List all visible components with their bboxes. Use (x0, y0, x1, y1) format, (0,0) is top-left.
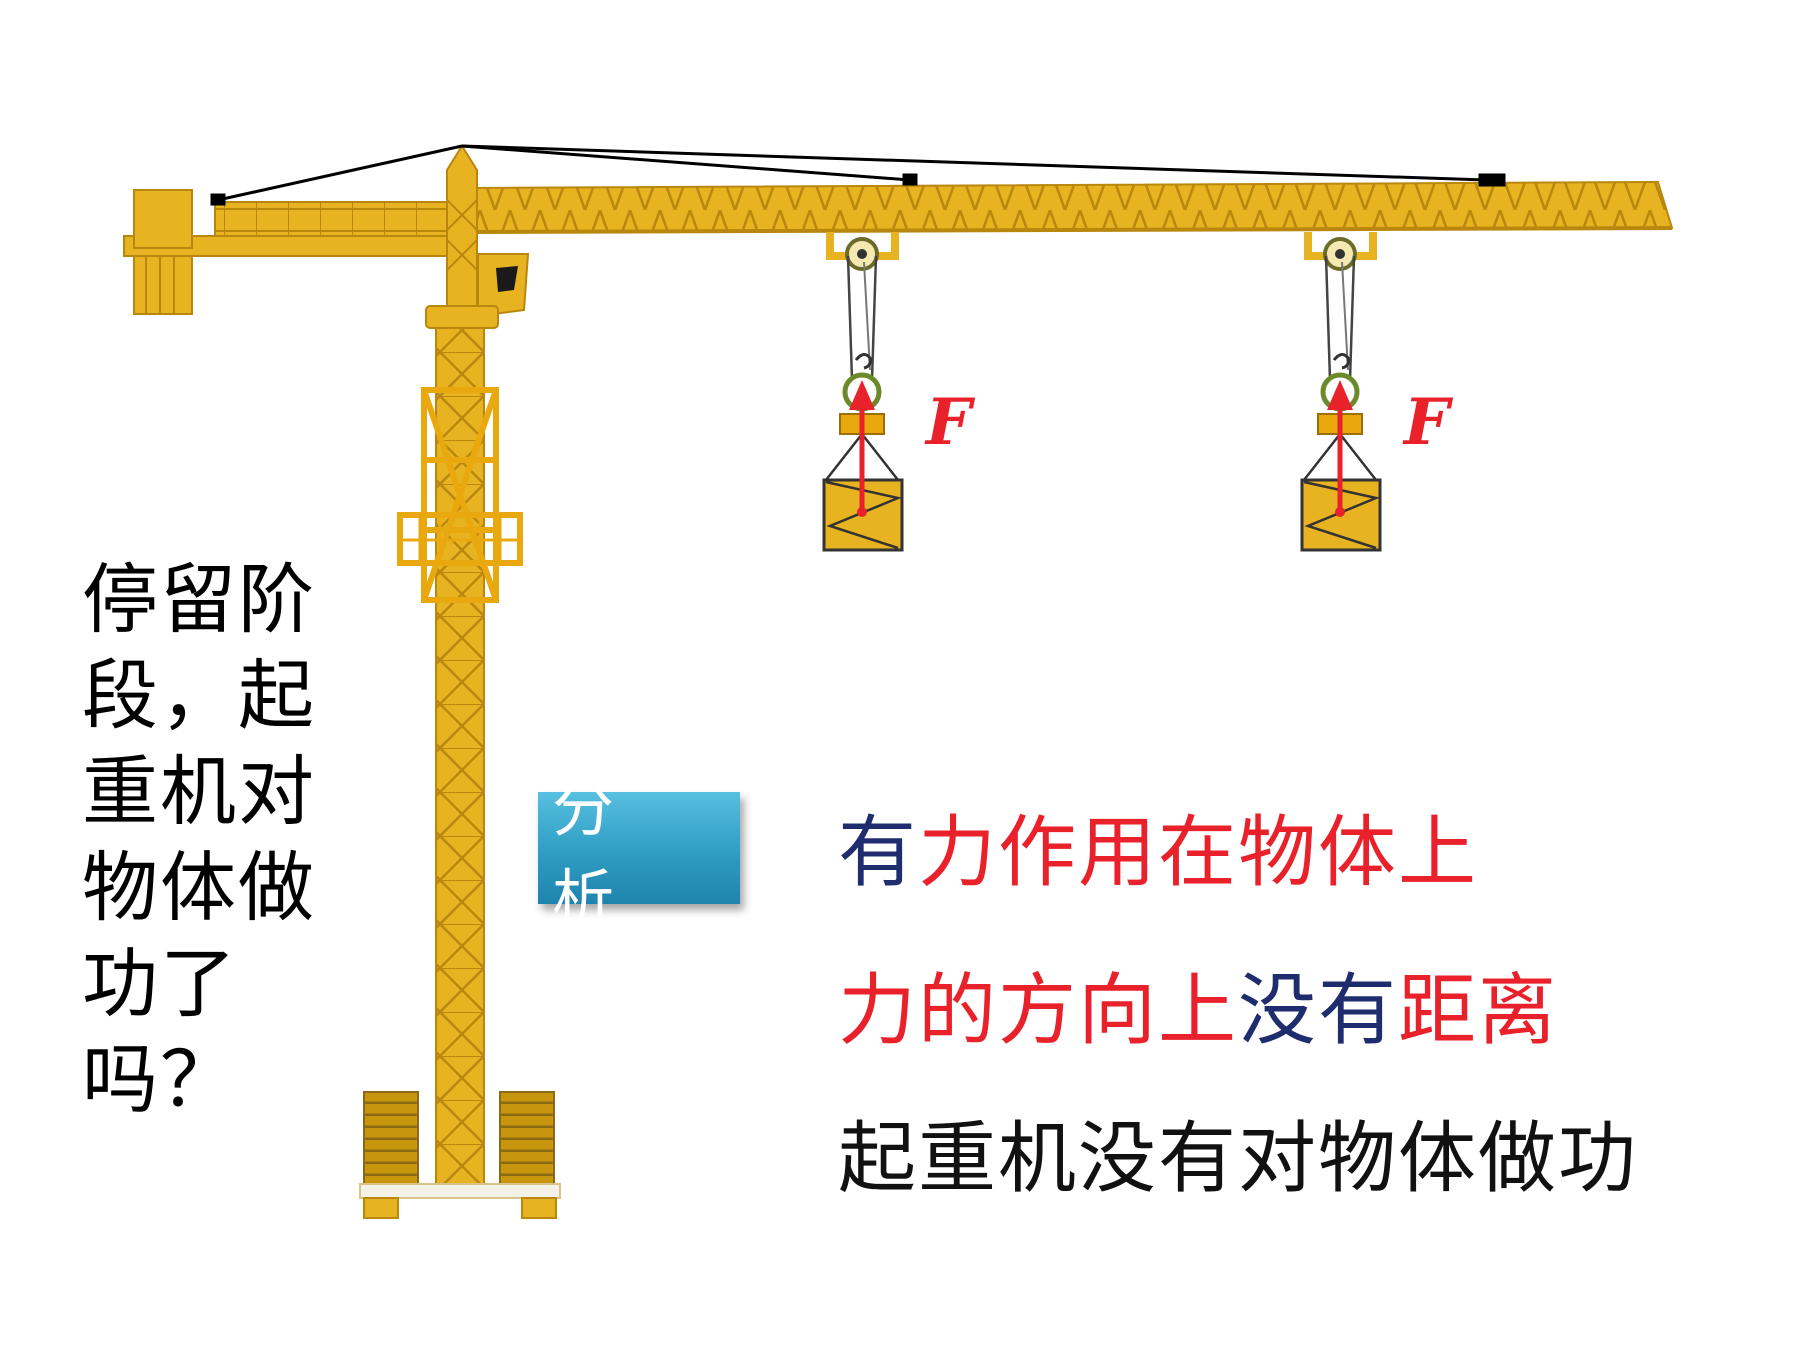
analysis-line-1: 有力作用在物体上 (838, 790, 1478, 902)
climbing-frame (397, 387, 523, 603)
analysis-button[interactable]: 分 析 (538, 772, 740, 935)
hook-load-1 (822, 232, 904, 552)
analysis-line-1-part-b: 力作用在物体上 (918, 808, 1479, 898)
analysis-line-1-part-a: 有 (838, 808, 919, 898)
analysis-line-3: 起重机没有对物体做功 (838, 1114, 1639, 1204)
analysis-line-2: 力的方向上没有距离 (838, 948, 1558, 1060)
slewing-ring (425, 305, 499, 329)
question-text: 停留阶段，起重机对物体做功了吗？ (82, 555, 316, 1124)
tower-head (446, 144, 478, 307)
crane-base (359, 1091, 561, 1219)
counter-jib (123, 189, 450, 315)
operator-cab (477, 253, 530, 318)
analysis-line-2-part-a: 力的方向上 (838, 966, 1239, 1056)
force-label-1: F (926, 385, 972, 460)
mast (435, 327, 485, 1187)
force-label-2: F (1404, 385, 1450, 460)
analysis-line-2-part-b: 没有 (1238, 966, 1399, 1056)
support-cables (210, 144, 1506, 206)
hook-load-2 (1300, 232, 1382, 552)
analysis-line-2-part-c: 距离 (1398, 966, 1559, 1056)
jib (469, 180, 1674, 234)
